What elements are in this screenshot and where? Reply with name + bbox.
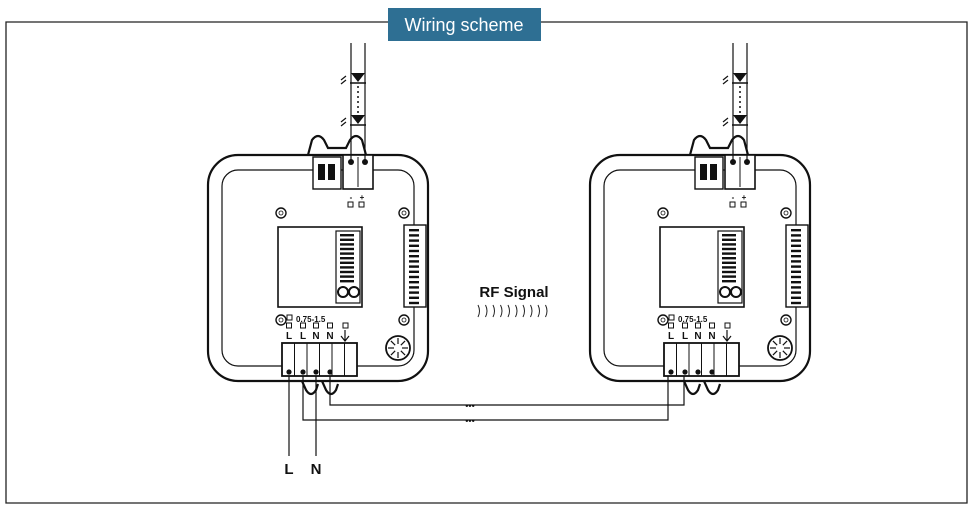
- top-mount-tab: [306, 134, 368, 156]
- push-arrow-icon: [722, 330, 732, 342]
- terminal-label-1: L: [286, 331, 292, 342]
- polarity-minus: -: [350, 193, 353, 202]
- dip-switch-2: [328, 164, 335, 180]
- terminal-label-2: L: [300, 331, 306, 342]
- input-screw-3: [695, 369, 701, 375]
- terminal-label-3: N: [312, 331, 319, 342]
- led-light-arrows-2: [722, 117, 729, 127]
- input-screw-4: [709, 369, 715, 375]
- push-arrow-icon: [340, 330, 350, 342]
- wire-gauge-label: 0.75-1.5: [296, 315, 326, 324]
- output-screw-2: [362, 159, 368, 165]
- polarity-minus: -: [732, 193, 735, 202]
- wire-gauge-icon: [286, 314, 293, 321]
- wire-n-link: [329, 376, 685, 406]
- bottom-mount-tab: [682, 380, 722, 396]
- dip-switch-block: [312, 156, 342, 190]
- rf-signal-label: RF Signal: [479, 284, 548, 301]
- button-2: [730, 286, 742, 298]
- terminal-label-3: N: [694, 331, 701, 342]
- bottom-mount-tab: [300, 380, 340, 396]
- mount-hole-1: [657, 207, 669, 219]
- top-mount-tab: [688, 134, 750, 156]
- link-ellipsis-bottom: •••: [465, 416, 474, 426]
- mount-hole-2: [780, 207, 792, 219]
- mount-hole-3: [275, 314, 287, 326]
- led-icon-2: [733, 115, 747, 124]
- input-screw-2: [682, 369, 688, 375]
- input-screw-3: [313, 369, 319, 375]
- input-screw-1: [668, 369, 674, 375]
- button-1: [337, 286, 349, 298]
- terminal-label-4: N: [326, 331, 333, 342]
- wire-gauge-icon: [668, 314, 675, 321]
- input-screw-1: [286, 369, 292, 375]
- diagram-title: Wiring scheme: [404, 15, 523, 35]
- output-screw-1: [730, 159, 736, 165]
- dip-switch-1: [318, 164, 325, 180]
- led-light-arrows-1: [340, 75, 347, 85]
- diagram-frame: [5, 21, 968, 504]
- mount-hole-3: [657, 314, 669, 326]
- neutral-label: N: [311, 461, 322, 478]
- led-light-arrows-2: [340, 117, 347, 127]
- led-icon-1: [351, 73, 365, 82]
- terminal-label-4: N: [708, 331, 715, 342]
- polarity-plus-icon: [358, 201, 365, 208]
- dip-switch-1: [700, 164, 707, 180]
- polarity-minus-icon: [347, 201, 354, 208]
- terminal-label-1: L: [668, 331, 674, 342]
- mount-hole-2: [398, 207, 410, 219]
- led-icon-2: [351, 115, 365, 124]
- polarity-plus-icon: [740, 201, 747, 208]
- wire-l-link: [302, 376, 669, 421]
- dip-switch-2: [710, 164, 717, 180]
- title-tab: [388, 8, 541, 41]
- led-light-arrows-1: [722, 75, 729, 85]
- dip-switch-block: [694, 156, 724, 190]
- mount-hole-4: [398, 314, 410, 326]
- button-1: [719, 286, 731, 298]
- mount-hole-1: [275, 207, 287, 219]
- button-2: [348, 286, 360, 298]
- polarity-plus: +: [742, 193, 747, 202]
- line-label: L: [284, 461, 293, 478]
- mains-wiring: [288, 376, 685, 456]
- polarity-minus-icon: [729, 201, 736, 208]
- output-screw-2: [744, 159, 750, 165]
- rf-waves-icon: [477, 304, 548, 318]
- polarity-plus: +: [360, 193, 365, 202]
- input-screw-2: [300, 369, 306, 375]
- wire-gauge-label: 0.75-1.5: [678, 315, 708, 324]
- input-screw-4: [327, 369, 333, 375]
- led-icon-1: [733, 73, 747, 82]
- output-screw-1: [348, 159, 354, 165]
- link-ellipsis-top: •••: [465, 401, 474, 411]
- mount-hole-4: [780, 314, 792, 326]
- terminal-label-2: L: [682, 331, 688, 342]
